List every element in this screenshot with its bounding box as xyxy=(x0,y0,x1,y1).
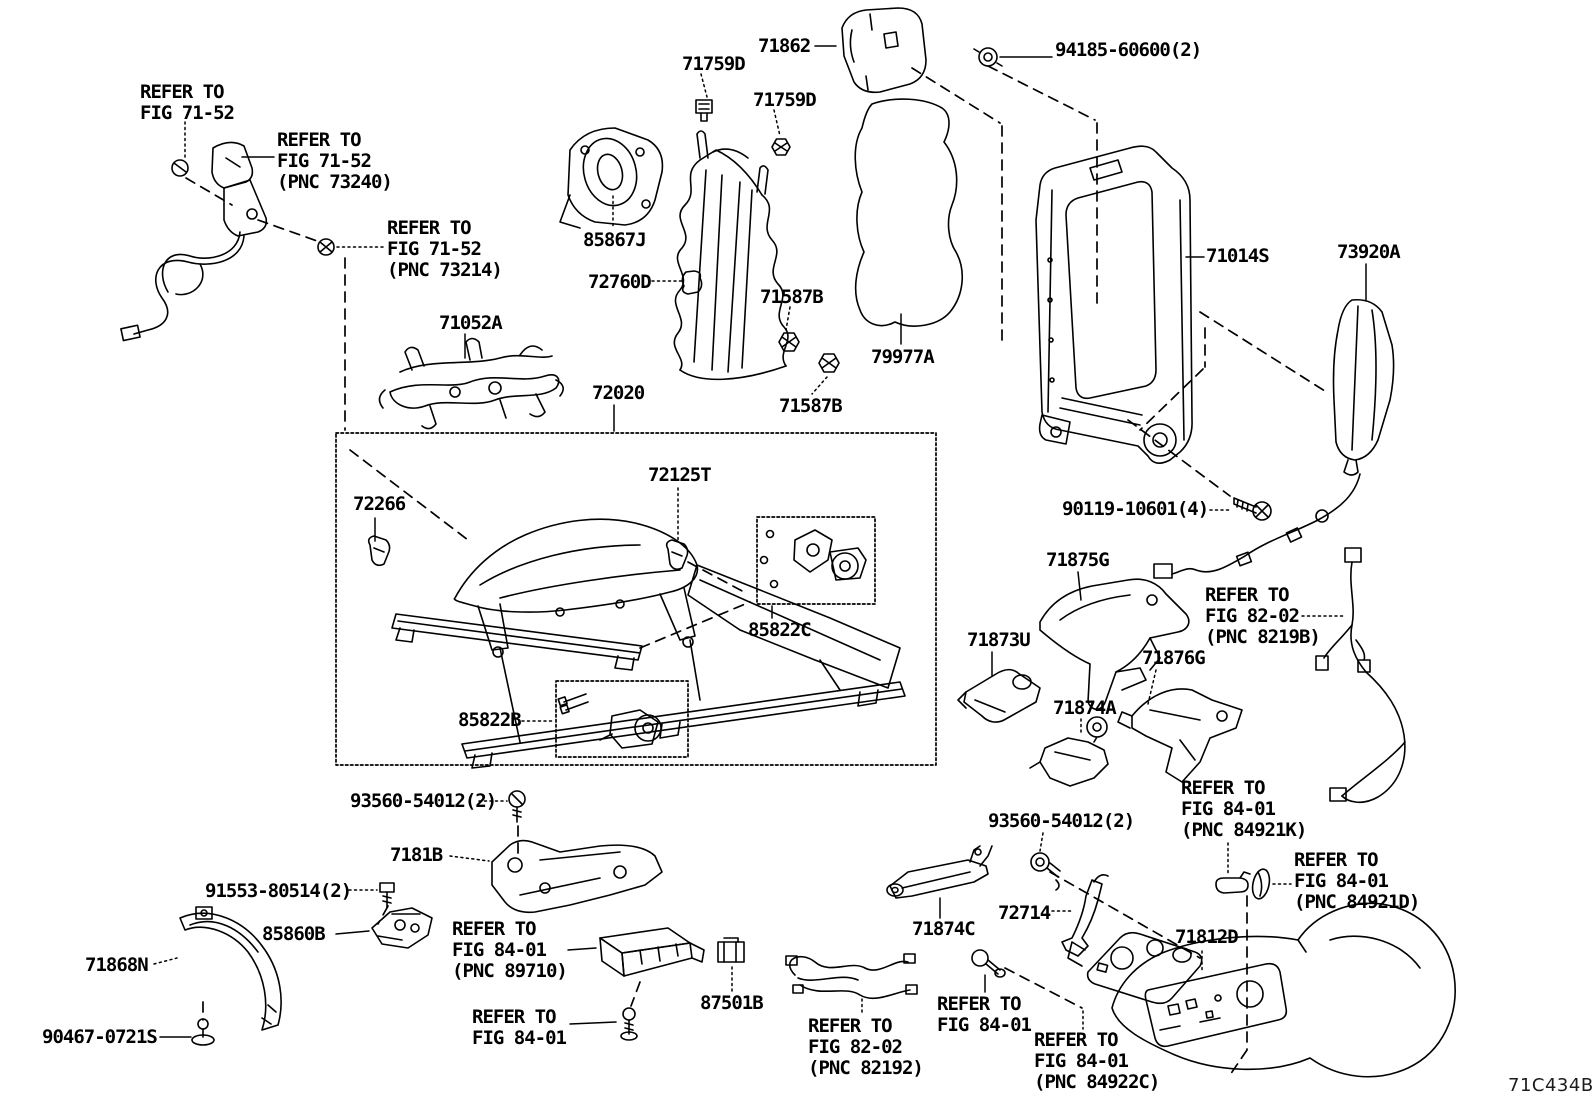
seat-cushion-frame-drawing xyxy=(392,519,905,768)
part-85867j-plate-drawing xyxy=(560,128,662,228)
part-71052a-wire-drawing xyxy=(379,339,563,429)
part-8219b-harness-drawing xyxy=(1316,548,1405,802)
part-71873u-bracket-drawing xyxy=(958,670,1040,722)
clip-a-drawing xyxy=(172,160,188,176)
part-7181b-bracket-drawing xyxy=(492,841,662,913)
clip-b-drawing xyxy=(318,239,334,255)
association-dashed-lines xyxy=(186,66,1328,1075)
cap-84921d-drawing xyxy=(1250,868,1272,901)
part-85860b-bracket-drawing xyxy=(372,908,432,948)
part-71875g-bracket-drawing xyxy=(1040,579,1189,709)
leader-lines-dotted xyxy=(154,74,1344,1029)
part-72125t-clip-drawing xyxy=(667,540,688,569)
part-71587b-nut2-drawing xyxy=(819,354,839,372)
part-71587b-nut1-drawing xyxy=(779,333,799,351)
part-87501b-connector-drawing xyxy=(718,938,744,962)
part-93560a-bolt-drawing xyxy=(509,791,525,822)
seat-back-spring-drawing xyxy=(674,131,788,379)
part-90467-screw-drawing xyxy=(192,1019,214,1045)
box-72020 xyxy=(336,433,936,765)
part-93560b-bolt-drawing xyxy=(1031,853,1060,890)
part-71876g-bracket-drawing xyxy=(1118,689,1242,782)
screw-84-01-drawing xyxy=(621,1008,637,1040)
part-73920a-airbag-drawing xyxy=(1334,300,1394,475)
part-71868n-duct-drawing xyxy=(180,907,281,1030)
part-79977a-pad-drawing xyxy=(855,99,962,326)
part-72266-clip-drawing xyxy=(369,536,390,565)
part-71759d-clip-drawing xyxy=(696,100,712,121)
part-71812d-shield-drawing xyxy=(1112,903,1455,1076)
part-72714-lever-drawing xyxy=(1062,875,1108,956)
ecu-89710-drawing xyxy=(600,928,704,976)
part-71874c-bracket-drawing xyxy=(887,846,992,898)
pin-84-01-drawing xyxy=(972,950,1005,977)
part-71759d-nut-drawing xyxy=(772,139,790,155)
part-85822c-motor-drawing xyxy=(761,530,867,588)
part-91553-bolt-drawing xyxy=(380,883,394,908)
part-85822b-motor-drawing xyxy=(558,694,661,748)
harness-82192-drawing xyxy=(786,954,917,998)
part-71862-drawing xyxy=(842,8,926,92)
airbag-harness-drawing xyxy=(1154,474,1360,578)
box-85822c xyxy=(757,517,875,604)
switch-84922c-drawing xyxy=(1068,933,1202,1004)
part-94185-nut-drawing xyxy=(974,48,1002,66)
part-71874a-bracket-drawing xyxy=(1030,717,1108,786)
leader-lines-solid xyxy=(160,46,1366,1037)
cap-84921k-drawing xyxy=(1216,872,1250,893)
seatbelt-buckle-drawing xyxy=(121,142,266,340)
box-85822b xyxy=(556,681,688,757)
part-90119-bolt-drawing xyxy=(1234,498,1271,520)
part-71014s-frame-drawing xyxy=(1036,146,1192,463)
